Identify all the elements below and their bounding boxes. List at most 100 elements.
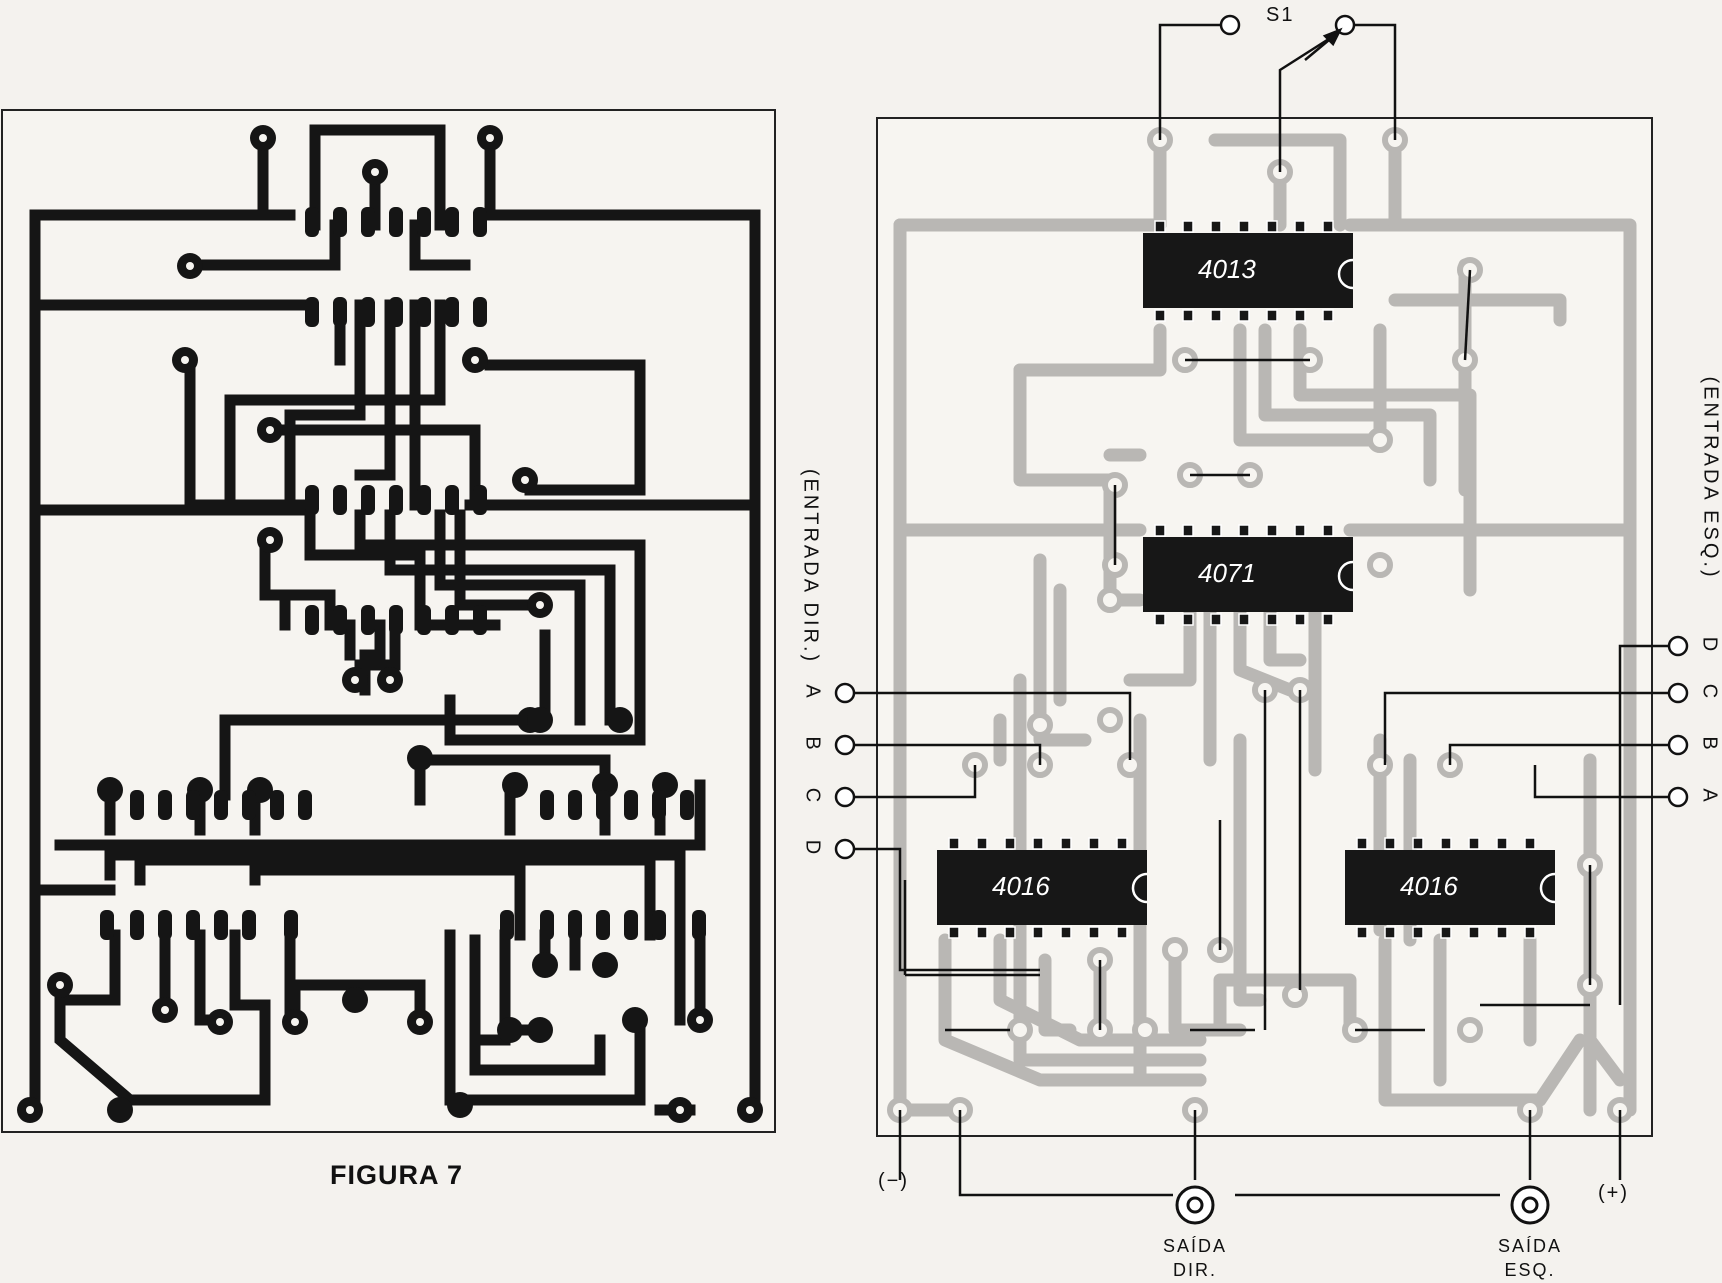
ic-4071-label: 4071 <box>1198 558 1256 588</box>
ic-pin <box>1116 837 1128 850</box>
output-left-line-2: ESQ. <box>1504 1260 1556 1280</box>
ic-pins <box>948 220 1536 939</box>
ic-pin <box>1004 837 1016 850</box>
ic-4013-label: 4013 <box>1198 254 1256 284</box>
input-right-terminals <box>834 682 856 860</box>
ic-pin <box>1322 613 1334 626</box>
ic-pin <box>976 926 988 939</box>
component-wires <box>855 23 1668 1197</box>
ic-pin <box>1210 220 1222 233</box>
power-positive-label: (+) <box>1598 1182 1629 1204</box>
ic-pin <box>1440 837 1452 850</box>
output-left-line-1: SAÍDA <box>1497 1236 1563 1256</box>
ic-pin <box>1210 309 1222 322</box>
ic-pin <box>1154 613 1166 626</box>
ic-4016-left-body <box>1345 850 1556 925</box>
ic-pin <box>1440 926 1452 939</box>
ic-pin <box>1294 613 1306 626</box>
pcb-pad-holes <box>26 134 754 1114</box>
ic-pin <box>1060 926 1072 939</box>
output-jack-right-icon <box>1175 1185 1215 1225</box>
ic-pin <box>976 837 988 850</box>
ic-pin <box>1154 524 1166 537</box>
input-right-title: (ENTRADA DIR.) <box>799 468 822 665</box>
ic-4071-body <box>1143 537 1354 612</box>
ic-pin <box>1322 524 1334 537</box>
ic-4016-left-label: 4016 <box>1400 871 1458 901</box>
ic-pin <box>1468 926 1480 939</box>
ic-pin <box>1182 309 1194 322</box>
component-grey-pads <box>887 127 1633 1123</box>
ic-pin <box>1356 837 1368 850</box>
ic-pin <box>1238 309 1250 322</box>
ic-pin <box>1154 220 1166 233</box>
ic-pin <box>1182 524 1194 537</box>
ic-pin <box>1294 524 1306 537</box>
figure-caption: FIGURA 7 <box>330 1160 464 1190</box>
ic-pin <box>1266 309 1278 322</box>
ic-pin <box>1060 837 1072 850</box>
pcb-ic-pads-row-3 <box>100 790 706 940</box>
output-left-label: SAÍDA ESQ. <box>1475 1234 1585 1282</box>
ic-pin <box>1468 837 1480 850</box>
ic-pin <box>948 837 960 850</box>
ic-pin <box>1524 926 1536 939</box>
pcb-board-outline <box>1 109 776 1133</box>
output-right-label: SAÍDA DIR. <box>1140 1234 1250 1282</box>
output-right-line-2: DIR. <box>1173 1260 1217 1280</box>
power-negative-label: (−) <box>878 1170 909 1192</box>
ic-pin <box>1496 837 1508 850</box>
input-left-pin-a: A <box>1698 788 1721 805</box>
ic-pin <box>1210 524 1222 537</box>
ic-pin <box>1384 837 1396 850</box>
input-left-pin-c: C <box>1698 683 1721 702</box>
ic-pin <box>1384 926 1396 939</box>
switch-label: S1 <box>1266 4 1295 26</box>
ic-pin <box>1322 220 1334 233</box>
ic-pin <box>1266 524 1278 537</box>
ic-pin <box>1266 613 1278 626</box>
ic-pin <box>1356 926 1368 939</box>
output-jack-left-icon <box>1510 1185 1550 1225</box>
input-left-pin-b: B <box>1698 736 1721 753</box>
ic-pin <box>1294 220 1306 233</box>
pcb-ic-pads-row-2 <box>305 485 487 635</box>
ic-pin <box>1088 926 1100 939</box>
input-left-terminals <box>1667 635 1689 808</box>
input-right-pin-a: A <box>801 684 824 701</box>
ic-pin <box>1238 613 1250 626</box>
switch-terminal-left <box>1219 14 1241 36</box>
ic-pin <box>1032 926 1044 939</box>
ic-pin <box>1116 926 1128 939</box>
ic-pin <box>1238 220 1250 233</box>
ic-pin <box>948 926 960 939</box>
ic-pin <box>1210 613 1222 626</box>
ic-pin <box>1412 837 1424 850</box>
ic-pin <box>1496 926 1508 939</box>
ic-4016-right-body <box>937 850 1148 925</box>
output-right-line-1: SAÍDA <box>1162 1236 1228 1256</box>
ic-pin <box>1322 309 1334 322</box>
ic-pin <box>1154 309 1166 322</box>
ic-pin <box>1294 309 1306 322</box>
pcb-traces <box>29 124 761 1116</box>
ic-pin <box>1266 220 1278 233</box>
ic-pin <box>1412 926 1424 939</box>
ic-pin <box>1004 926 1016 939</box>
input-left-pin-d: D <box>1698 636 1721 655</box>
ic-pin <box>1088 837 1100 850</box>
input-right-pin-c: C <box>801 787 824 806</box>
component-jumpers <box>903 269 1592 1032</box>
input-right-pin-d: D <box>801 839 824 858</box>
ic-pin <box>1182 613 1194 626</box>
pcb-ic-pads-row-1 <box>305 207 487 327</box>
ic-pin <box>1238 524 1250 537</box>
ic-4016-right-label: 4016 <box>992 871 1050 901</box>
input-right-pin-b: B <box>801 736 824 753</box>
ic-4013-body <box>1143 233 1354 308</box>
ic-pin <box>1182 220 1194 233</box>
ic-pin <box>1524 837 1536 850</box>
ic-pin <box>1032 837 1044 850</box>
switch-arrow-icon <box>1304 27 1343 61</box>
